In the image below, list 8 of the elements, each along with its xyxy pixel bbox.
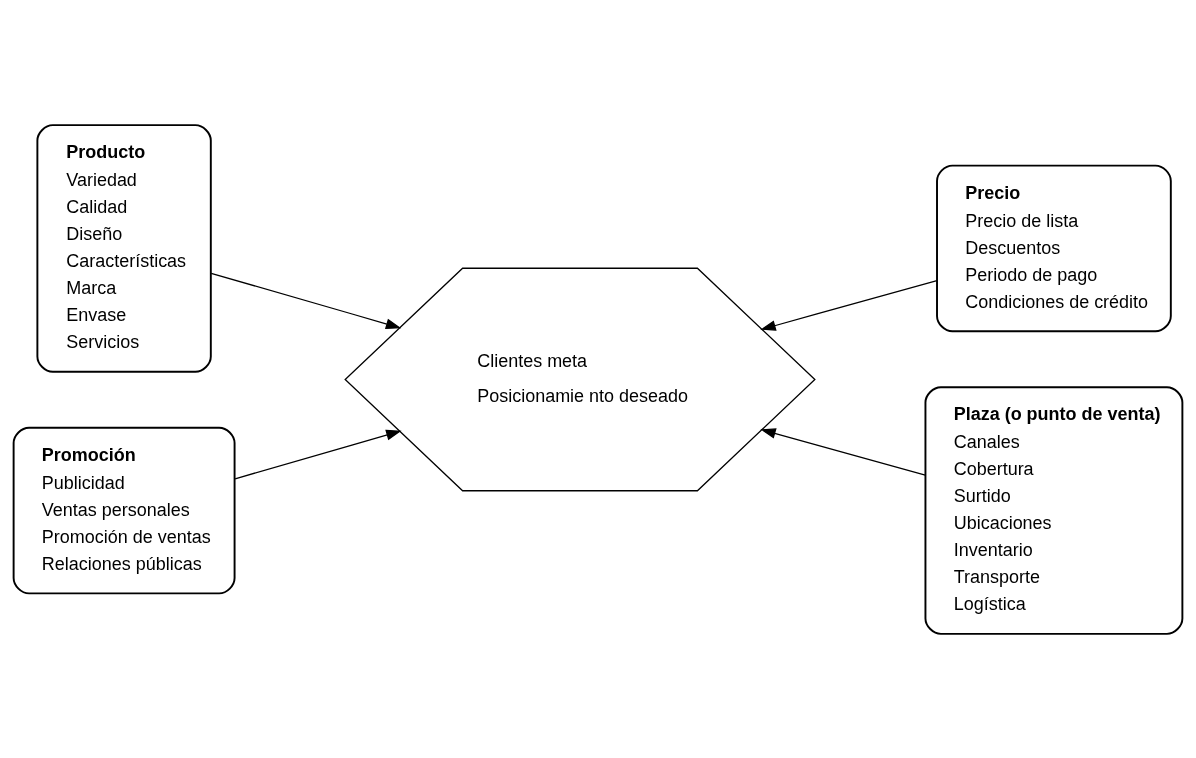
node-box: Plaza (o punto de venta) Canales Cobertura Surtido Ubicaciones Inventario Transporte Logística	[924, 385, 1184, 635]
arrow	[760, 427, 926, 476]
arrow	[760, 279, 938, 331]
node-box: Precio Precio de lista Descuentos Periodo de pago Condiciones de crédito	[936, 164, 1172, 332]
arrow	[234, 429, 402, 479]
arrow	[210, 272, 402, 329]
node-box: Producto Variedad Calidad Diseño Características Marca Envase Servicios	[36, 123, 212, 373]
node-box: Promoción Publicidad Ventas personales Promoción de ventas Relaciones públicas	[12, 426, 236, 594]
